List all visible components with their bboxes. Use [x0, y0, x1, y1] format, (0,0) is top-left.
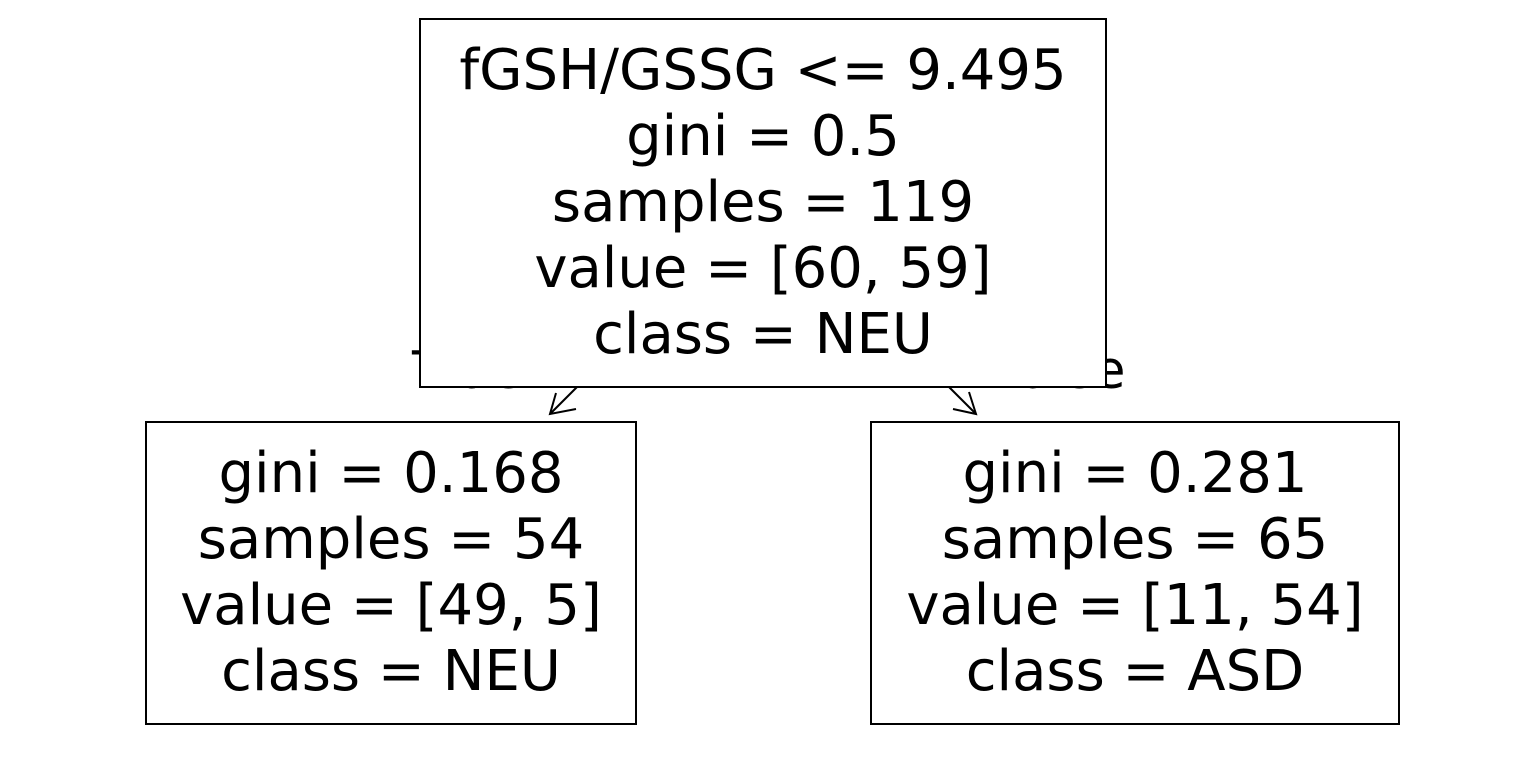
edge-true-line [549, 385, 579, 415]
root-class: class = NEU [593, 302, 933, 367]
right-samples: samples = 65 [941, 507, 1329, 572]
root-samples: samples = 119 [551, 170, 975, 235]
left-class: class = NEU [221, 639, 561, 704]
root-node: fGSH/GSSG <= 9.495 gini = 0.5 samples = … [419, 18, 1107, 388]
edge-false-line [947, 385, 977, 415]
edge-false-arrowhead [952, 391, 978, 416]
right-value: value = [11, 54] [906, 573, 1364, 638]
left-leaf-node: gini = 0.168 samples = 54 value = [49, 5… [145, 421, 637, 725]
root-gini: gini = 0.5 [626, 104, 900, 169]
left-samples: samples = 54 [197, 507, 585, 572]
right-class: class = ASD [965, 639, 1305, 704]
right-leaf-node: gini = 0.281 samples = 65 value = [11, 5… [870, 421, 1400, 725]
root-value: value = [60, 59] [534, 236, 992, 301]
edge-true-arrowhead [548, 392, 577, 416]
left-value: value = [49, 5] [180, 573, 602, 638]
right-gini: gini = 0.281 [962, 441, 1308, 506]
left-gini: gini = 0.168 [218, 441, 564, 506]
root-split-condition: fGSH/GSSG <= 9.495 [459, 38, 1067, 103]
